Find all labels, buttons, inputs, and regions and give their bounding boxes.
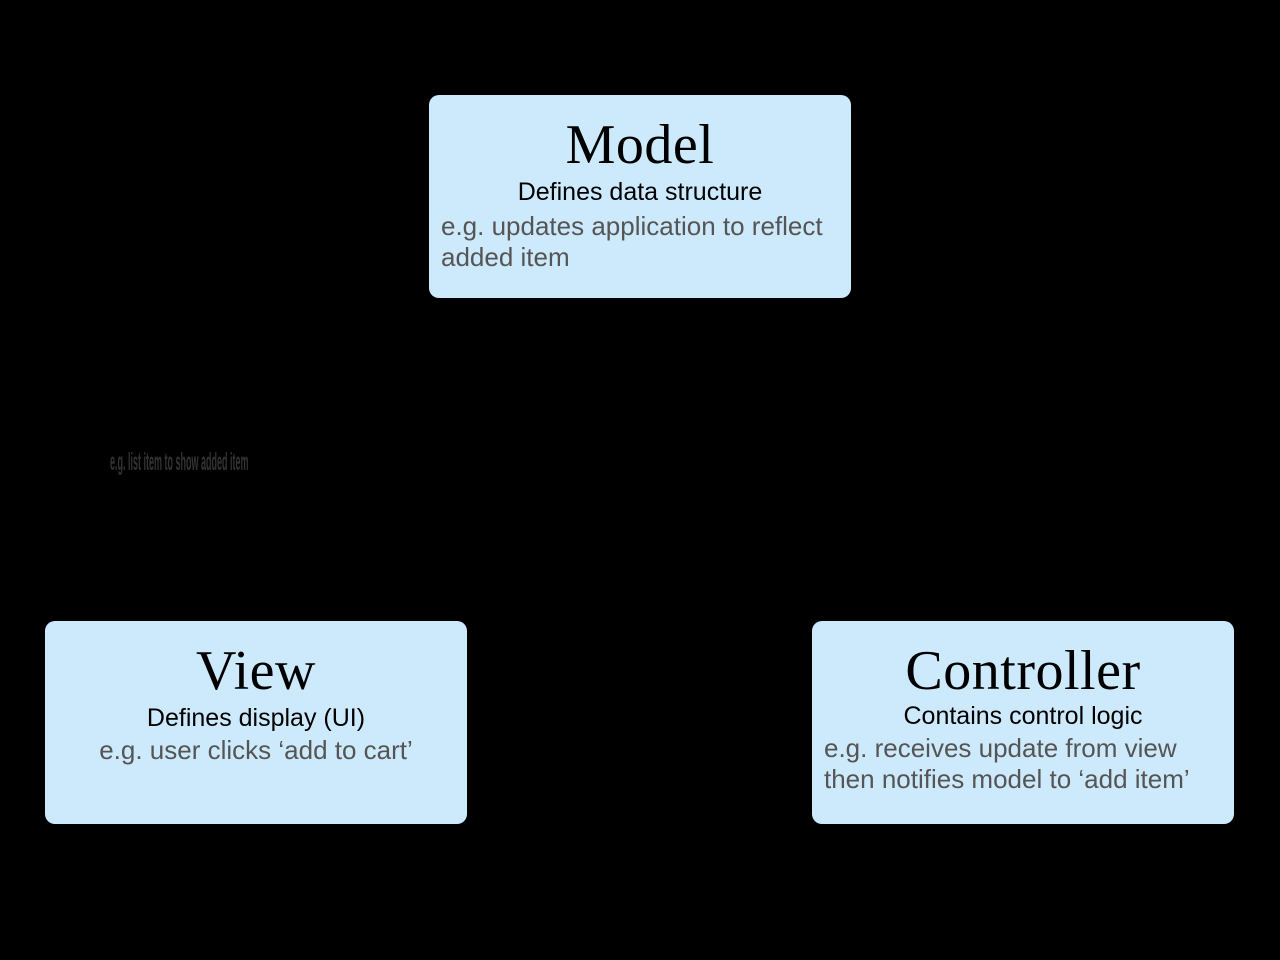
node-model[interactable]: Model Defines data structure e.g. update… (429, 95, 851, 298)
node-view-example: e.g. user clicks ‘add to cart’ (99, 735, 413, 766)
node-controller-example: e.g. receives update from view then noti… (824, 733, 1190, 794)
node-controller[interactable]: Controller Contains control logic e.g. r… (812, 621, 1234, 824)
node-controller-title: Controller (905, 640, 1141, 702)
node-view-title: View (196, 640, 316, 702)
node-model-example: e.g. updates application to reflect adde… (441, 211, 823, 272)
node-view-subtitle: Defines display (UI) (146, 704, 366, 732)
node-model-title: Model (565, 114, 715, 176)
edge-label-view-to-model: e.g. list item to show added item (110, 448, 249, 476)
node-view[interactable]: View Defines display (UI) e.g. user clic… (45, 621, 467, 824)
node-model-subtitle: Defines data structure (517, 178, 763, 206)
node-controller-subtitle: Contains control logic (903, 702, 1143, 730)
